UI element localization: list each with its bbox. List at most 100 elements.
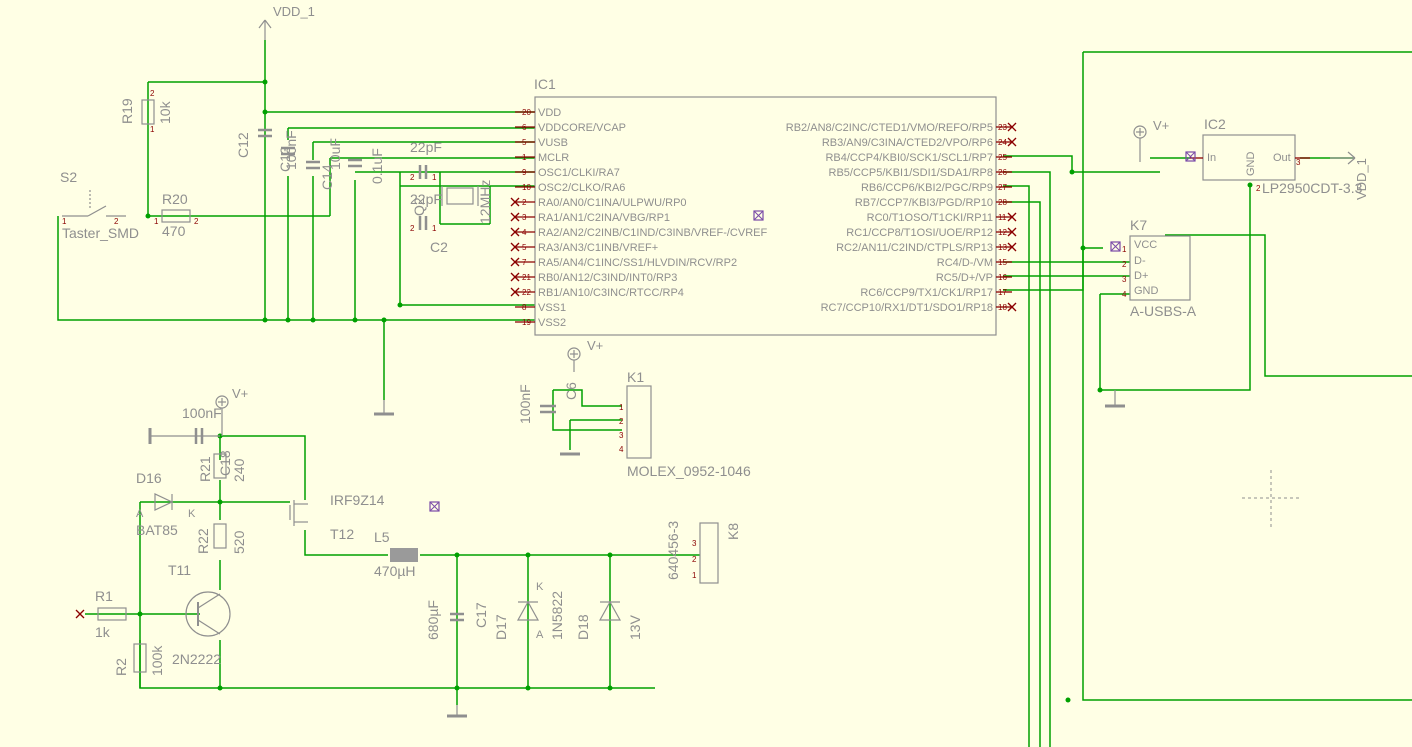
ic1-pin-right: 13 RC2/AN11/C2IND/CTPLS/RP13 [836, 242, 1017, 254]
ground-symbol-ic1 [374, 400, 394, 416]
pin-number: 13 [998, 243, 1007, 252]
t12-value: IRF9Z14 [330, 492, 385, 508]
svg-text:1: 1 [432, 224, 437, 233]
r2-resistor[interactable]: R2 100k [113, 643, 165, 676]
pin-number: 28 [998, 198, 1007, 207]
pin-number: 17 [998, 288, 1007, 297]
r19-resistor[interactable]: 21 R19 10k [119, 89, 173, 134]
pin-number: 9 [522, 168, 527, 177]
ic2-pin-in: In [1207, 152, 1216, 164]
c13-capacitor[interactable]: C13 10uF [277, 138, 343, 172]
vplus-symbol-k1: V+ [567, 338, 603, 372]
pin-name: RA0/AN0/C1INA/ULPWU/RP0 [538, 197, 687, 209]
pin-name: RC5/D+/VP [936, 272, 993, 284]
d17-diode[interactable]: D17 1N5822 A K [493, 581, 565, 641]
r2-name: R2 [113, 658, 129, 676]
pin-number: 27 [998, 183, 1007, 192]
k7-pin-dminus: D- [1134, 255, 1146, 267]
svg-text:3: 3 [1122, 275, 1127, 284]
c6-capacitor[interactable]: 100nF C6 [517, 382, 579, 424]
pin-number: 5 [522, 243, 527, 252]
r22-resistor[interactable]: R22 520 [195, 523, 247, 554]
svg-text:2: 2 [114, 217, 119, 226]
k8-connector[interactable]: 640456-3 321 [665, 521, 719, 584]
svg-text:1: 1 [432, 173, 437, 182]
k7-usb-connector[interactable]: K7 A-USBS-A VCC D- D+ GND 12 34 [1122, 217, 1197, 319]
ic2-value: LP2950CDT-3.3 [1262, 180, 1363, 196]
d16-diode[interactable]: D16 BAT85 A K [136, 470, 196, 538]
vplus-t12-label: V+ [232, 386, 248, 401]
pin-name: RA3/AN3/C1INB/VREF+ [538, 242, 658, 254]
l5-name: L5 [374, 529, 390, 545]
pin-name: RC0/T1OSO/T1CKI/RP11 [867, 212, 993, 224]
svg-text:1: 1 [150, 125, 155, 134]
pin-name: OSC1/CLKI/RA7 [538, 167, 620, 179]
c14-capacitor[interactable]: C14 0.1uF [306, 148, 385, 190]
t12-mosfet[interactable]: IRF9Z14 T12 [289, 492, 385, 542]
pin-name: RC2/AN11/C2IND/CTPLS/RP13 [836, 242, 993, 254]
wires [57, 40, 1412, 747]
pin-name: RA5/AN4/C1INC/SS1/HLVDIN/RCV/RP2 [538, 257, 737, 269]
t11-transistor[interactable]: T11 2N2222 [168, 562, 231, 667]
c12-value: 100nF [283, 130, 299, 170]
svg-text:1: 1 [619, 403, 624, 412]
r21-resistor[interactable]: R21 240 [197, 453, 247, 482]
ic2-pin-out: Out [1273, 152, 1291, 164]
svg-text:2: 2 [1122, 260, 1127, 269]
pin-name: VDD [538, 107, 561, 119]
pin-number: 25 [998, 153, 1007, 162]
ic1-right-pins: 23RB2/AN8/C2INC/CTED1/VMO/REFO/RP524RB3/… [786, 122, 1017, 314]
vdd1-ic2-label: VDD_1 [1354, 158, 1369, 200]
pin-name: RC4/D-/VM [937, 257, 993, 269]
pin-number: 22 [522, 288, 531, 297]
k7-pin-vcc: VCC [1134, 239, 1157, 251]
c12-capacitor[interactable]: C12 100nF [235, 128, 299, 170]
k7-name: K7 [1130, 217, 1147, 233]
q2-crystal[interactable]: Q2 12MHz [411, 180, 493, 224]
pin-number: 12 [998, 228, 1007, 237]
l5-inductor[interactable]: L5 470µH [374, 529, 418, 579]
c12-name: C12 [235, 132, 251, 158]
pin-number: 3 [522, 213, 527, 222]
pin-name: RC6/CCP9/TX1/CK1/RP17 [860, 287, 993, 299]
svg-text:1: 1 [62, 217, 67, 226]
d16-value: BAT85 [136, 522, 178, 538]
c18-capacitor[interactable]: 100nF C18 [148, 405, 233, 476]
pin-number: 26 [998, 168, 1007, 177]
r22-value: 520 [231, 530, 247, 554]
ic1-pin-right: 11 RC0/T1OSO/T1CKI/RP11 [867, 212, 1017, 224]
k7-pin-dplus: D+ [1134, 270, 1148, 282]
ic1-pin-left: 9 OSC1/CLKI/RA7 [515, 167, 620, 179]
pin-name: RC7/CCP10/RX1/DT1/SDO1/RP18 [821, 302, 993, 314]
d17-pin-k: K [536, 581, 544, 593]
k7-marker [1110, 241, 1121, 252]
pin-number: 21 [522, 273, 531, 282]
r1-resistor[interactable]: R1 1k [75, 588, 127, 640]
d18-diode[interactable]: D18 13V [575, 600, 643, 640]
k1-connector[interactable]: MOLEX_0952-1046 12 34 [619, 385, 751, 479]
pin-number: 16 [998, 273, 1007, 282]
pin-number: 20 [522, 108, 531, 117]
pin-number: 19 [522, 318, 531, 327]
svg-text:2: 2 [1256, 184, 1261, 193]
vdd1-label: VDD_1 [273, 4, 315, 19]
ic2[interactable]: IC2 LP2950CDT-3.3 In Out GND 3 2 [1190, 116, 1363, 196]
svg-text:3: 3 [1296, 158, 1301, 167]
k1-name-label: K1 [627, 369, 644, 385]
pin-number: 11 [998, 213, 1007, 222]
c17-capacitor[interactable]: 680µF C17 [425, 600, 489, 640]
svg-text:4: 4 [619, 445, 624, 454]
